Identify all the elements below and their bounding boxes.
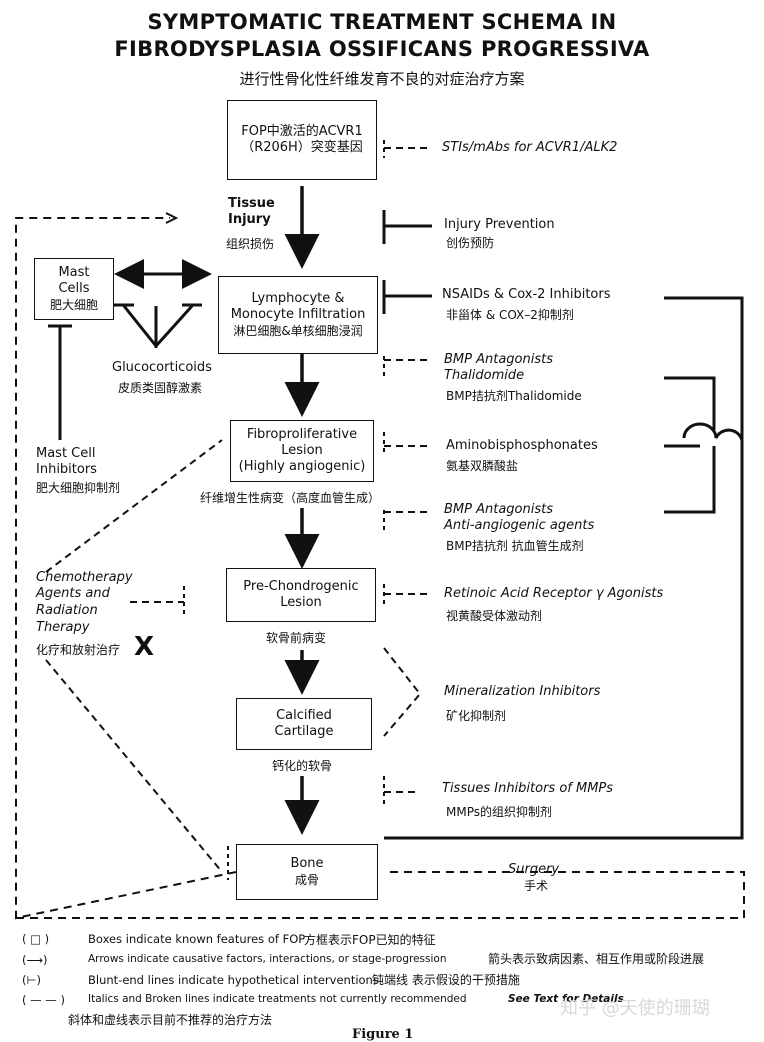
legend-row2-zh: 箭头表示致病因素、相互作用或阶段进展 [488, 952, 705, 966]
mast-inhib-line1: Mast Cell [36, 446, 96, 461]
fibro-zh: 纤维增生性病变（高度血管生成） [200, 491, 381, 505]
bmp2-zh: BMP拮抗剂 抗血管生成剂 [446, 539, 584, 553]
figure-label: Figure 1 [352, 1027, 414, 1042]
chemo-line4: Therapy [36, 620, 90, 635]
bmp1-line2: Thalidomide [444, 368, 525, 383]
tissue-injury-line1: Tissue [228, 196, 275, 211]
retinoic-label: Retinoic Acid Receptor γ Agonists [444, 586, 664, 601]
bmp2-line2: Anti-angiogenic agents [444, 518, 595, 533]
legend-row1-symbol: ( □ ) [22, 932, 50, 946]
injury-prevention-zh: 创伤预防 [446, 236, 495, 250]
amino-zh: 氨基双膦酸盐 [446, 459, 519, 473]
lympho-box: Lymphocyte & Monocyte Infiltration 淋巴细胞&… [218, 276, 378, 354]
chemo-zh: 化疗和放射治疗 [36, 643, 121, 657]
calcified-box: Calcified Cartilage [236, 698, 372, 750]
legend-row3-symbol: (⊢) [22, 973, 41, 987]
mast-cells-box: Mast Cells 肥大细胞 [34, 258, 114, 320]
mast-line2: Cells [58, 281, 90, 296]
mast-inhib-line2: Inhibitors [36, 462, 97, 477]
calcified-line1: Calcified [276, 708, 332, 723]
lympho-line1: Lymphocyte & [251, 291, 345, 306]
title-zh: 进行性骨化性纤维发育不良的对症治疗方案 [239, 70, 525, 88]
gene-line2: （R206H）突变基因 [241, 140, 363, 155]
lympho-line2: Monocyte Infiltration [230, 307, 366, 322]
legend-row2: Arrows indicate causative factors, inter… [88, 953, 447, 965]
bone-box: Bone 成骨 [236, 844, 378, 900]
fibro-line1: Fibroproliferative [246, 427, 358, 442]
retinoic-zh: 视黄酸受体激动剂 [446, 609, 543, 623]
gene-line1: FOP中激活的ACVR1 [241, 124, 363, 139]
glucocorticoids-label: Glucocorticoids [112, 360, 212, 375]
nsaids-zh: 非甾体 & COX–2抑制剂 [446, 308, 574, 322]
mast-inhib-zh: 肥大细胞抑制剂 [36, 481, 121, 495]
legend-row4: Italics and Broken lines indicate treatm… [88, 993, 467, 1005]
watermark: 知乎 @天使的珊瑚 [560, 998, 710, 1019]
title-line1: SYMPTOMATIC TREATMENT SCHEMA IN [147, 10, 617, 34]
prechon-line2: Lesion [280, 595, 322, 610]
not-recommended-x-mark: X [134, 632, 155, 662]
mineral-zh: 矿化抑制剂 [446, 709, 507, 723]
bmp1-line1: BMP Antagonists [444, 352, 554, 367]
fibro-line3: (Highly angiogenic) [238, 459, 366, 474]
mast-line1: Mast [58, 265, 90, 280]
mineral-label: Mineralization Inhibitors [444, 684, 601, 699]
gene-box: FOP中激活的ACVR1 （R206H）突变基因 [227, 100, 377, 180]
amino-label: Aminobisphosphonates [446, 438, 598, 453]
surgery-zh: 手术 [524, 879, 549, 893]
prechon-zh: 软骨前病变 [266, 631, 327, 645]
legend-row2-symbol: (⟶) [22, 953, 48, 967]
injury-prevention-label: Injury Prevention [444, 217, 555, 232]
see-text-note: See Text for Details [508, 993, 624, 1005]
prechon-line1: Pre-Chondrogenic [243, 579, 359, 594]
tissue-injury-line2: Injury [228, 212, 271, 227]
prechon-box: Pre-Chondrogenic Lesion [226, 568, 376, 622]
tissue-injury-zh: 组织损伤 [226, 237, 275, 251]
chemo-line2: Agents and [36, 586, 110, 601]
timps-zh: MMPs的组织抑制剂 [446, 805, 552, 819]
legend-row3-zh: 钝端线 表示假设的干预措施 [372, 973, 520, 987]
bmp1-zh: BMP拮抗剂Thalidomide [446, 389, 582, 403]
fibro-line2: Lesion [281, 443, 323, 458]
bone-line1: Bone [290, 856, 324, 871]
legend-row4-zh: 斜体和虚线表示目前不推荐的治疗方法 [68, 1013, 273, 1027]
chemo-line1: Chemotherapy [36, 570, 133, 585]
mast-zh: 肥大细胞 [49, 298, 98, 312]
legend-row1: Boxes indicate known features of FOP [88, 932, 306, 946]
bone-zh: 成骨 [294, 873, 319, 887]
fibro-box: Fibroproliferative Lesion (Highly angiog… [230, 420, 374, 482]
calcified-zh: 钙化的软骨 [272, 759, 333, 773]
calcified-line2: Cartilage [274, 724, 334, 739]
bmp2-line1: BMP Antagonists [444, 502, 554, 517]
legend-row4-symbol: ( — — ) [22, 993, 65, 1007]
legend-row1-zh: 方框表示FOP已知的特征 [304, 933, 436, 947]
lympho-zh: 淋巴细胞&单核细胞浸润 [233, 324, 363, 338]
stis-label: STIs/mAbs for ACVR1/ALK2 [442, 140, 618, 155]
nsaids-label: NSAIDs & Cox-2 Inhibitors [442, 287, 611, 302]
glucocorticoids-zh: 皮质类固醇激素 [118, 381, 203, 395]
timps-label: Tissues Inhibitors of MMPs [442, 781, 614, 796]
title-line2: FIBRODYSPLASIA OSSIFICANS PROGRESSIVA [114, 37, 650, 61]
chemo-line3: Radiation [36, 603, 98, 618]
legend-row3: Blunt-end lines indicate hypothetical in… [88, 973, 379, 987]
surgery-label: Surgery [508, 862, 560, 877]
